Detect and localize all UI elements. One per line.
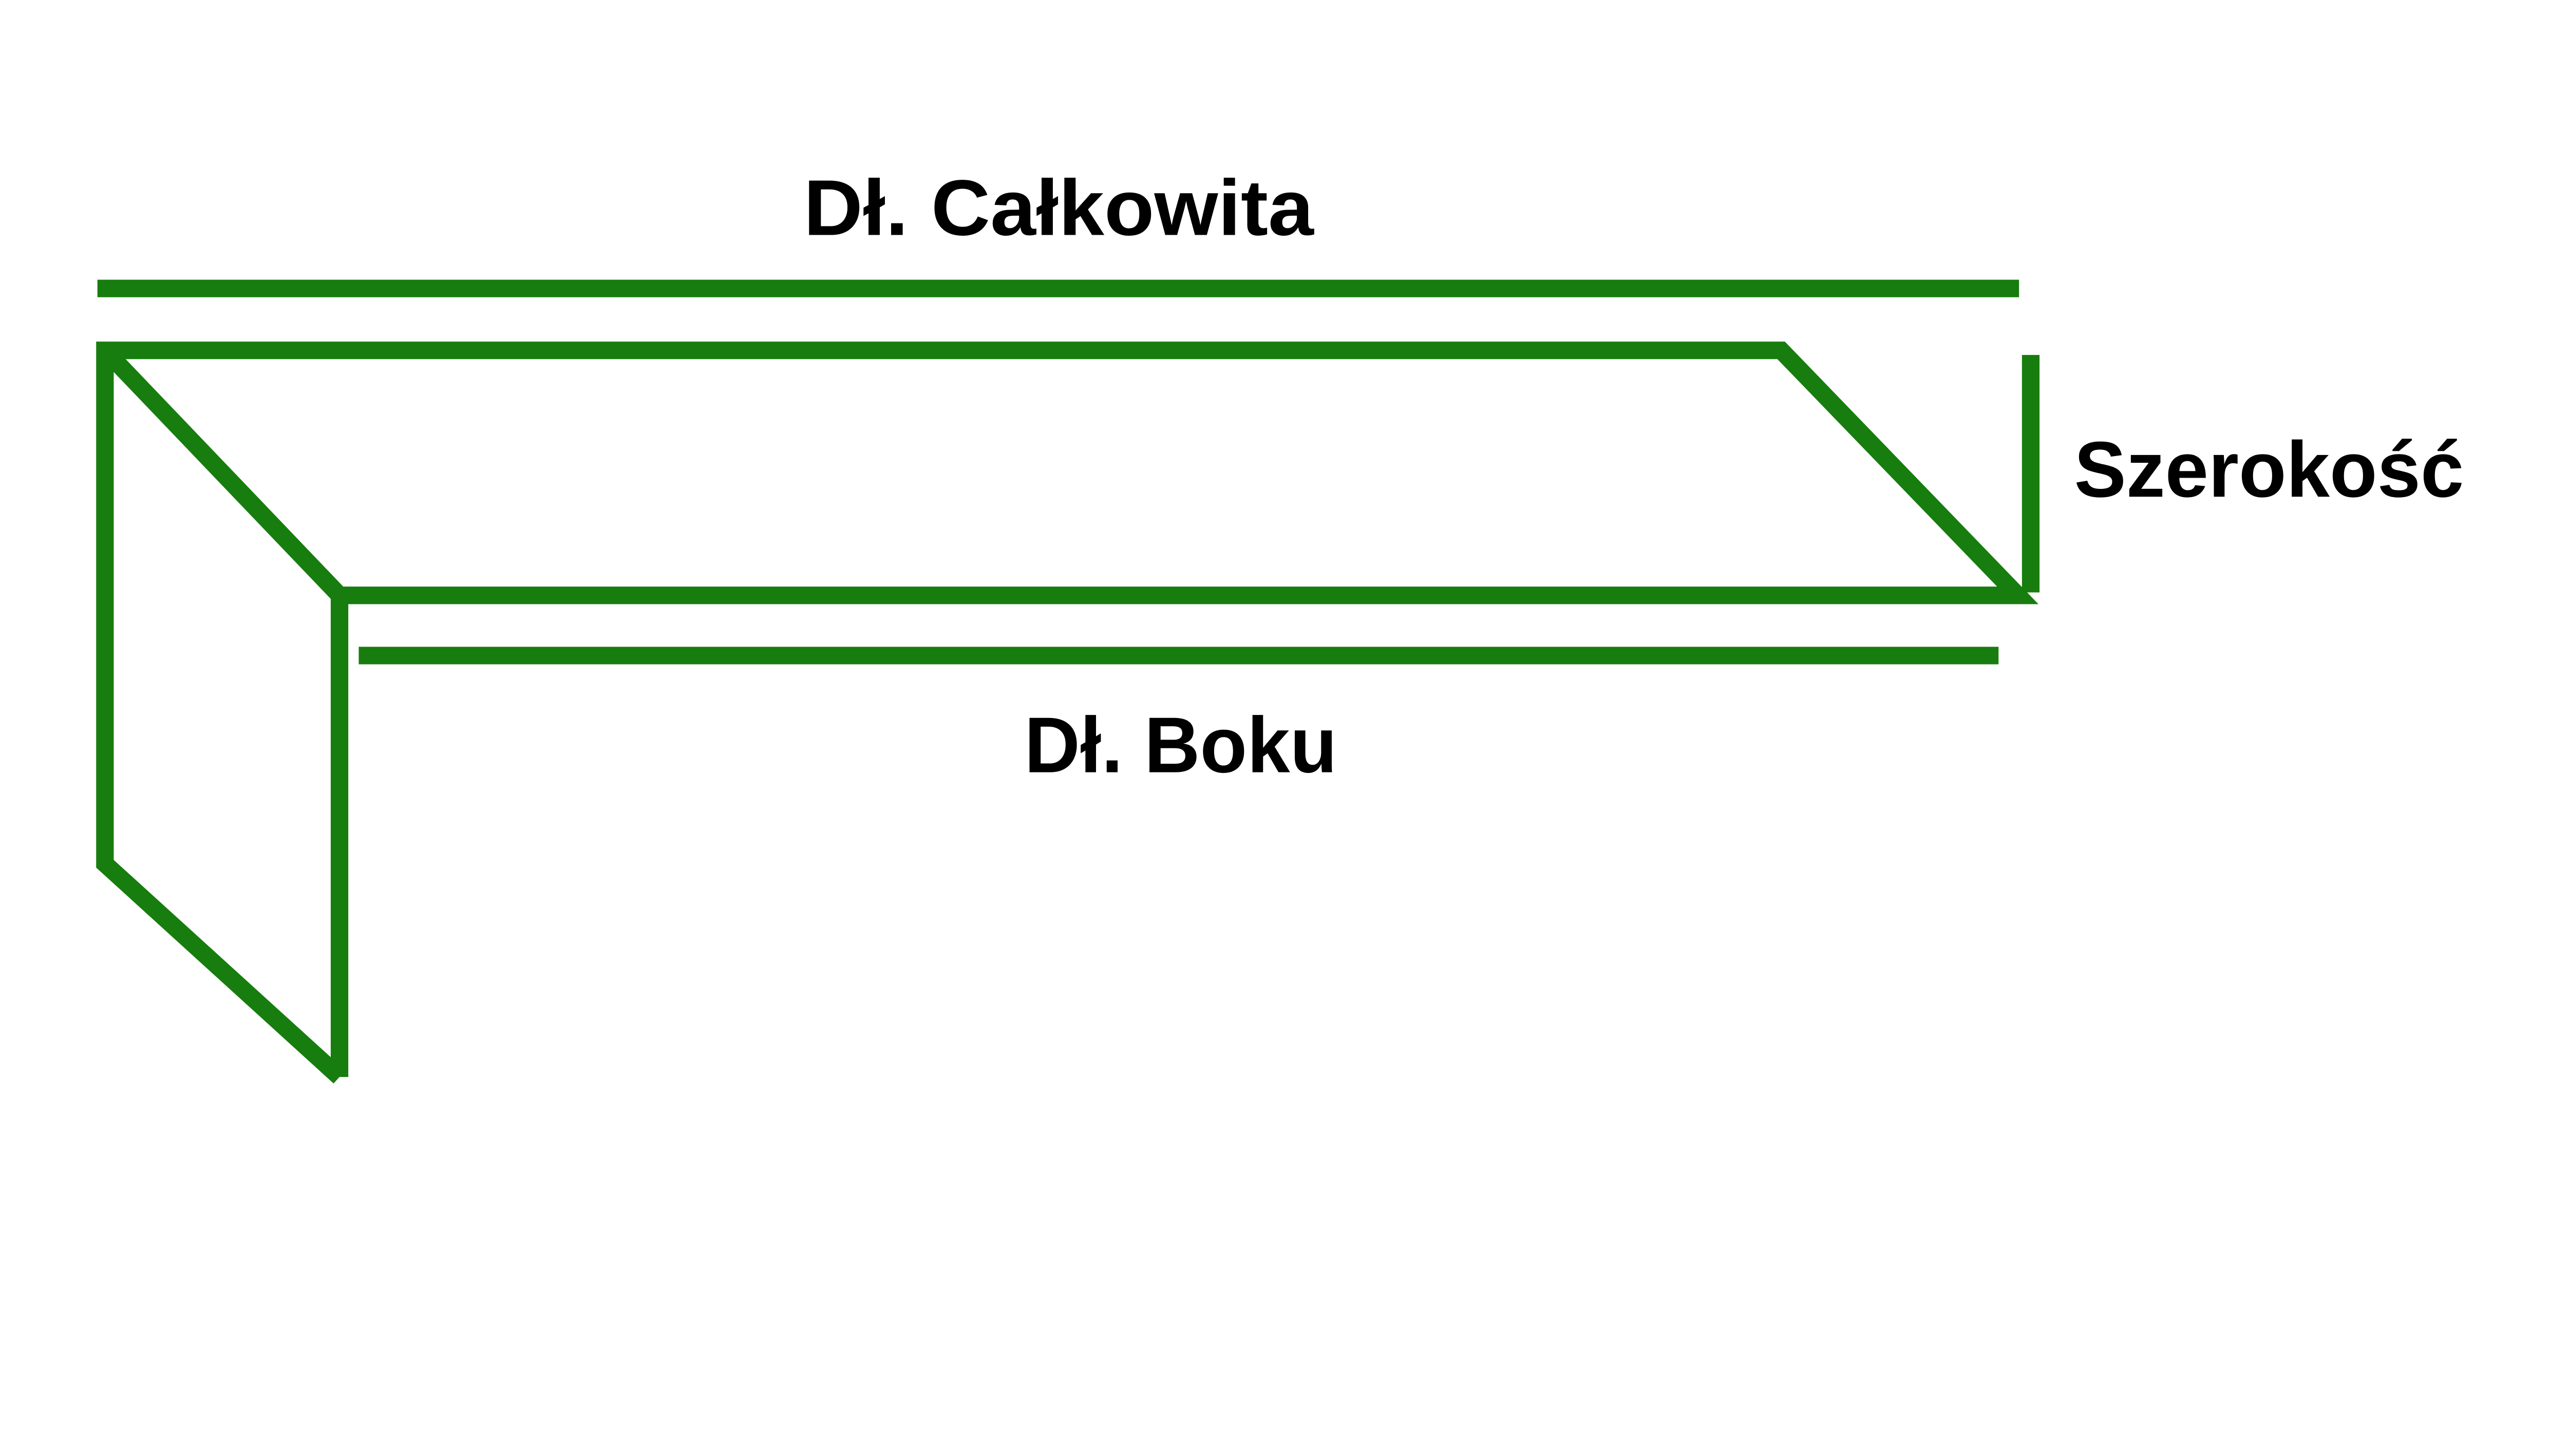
profile-dimension-diagram: Dł. Całkowita Szerokość Dł. Boku [96, 163, 2464, 1084]
side-length-label: Dł. Boku [1024, 701, 1337, 789]
green-line-group [96, 279, 2040, 1084]
total-length-label: Dł. Całkowita [804, 164, 1315, 252]
label-group: Dł. Całkowita Szerokość Dł. Boku [804, 164, 2464, 789]
width-label: Szerokość [2074, 425, 2464, 514]
profile-fold-edge-and-front-edge [103, 349, 349, 1077]
diagram-canvas: Dł. Całkowita Szerokość Dł. Boku [96, 163, 2464, 1084]
profile-top-face-outline [96, 342, 2038, 1084]
